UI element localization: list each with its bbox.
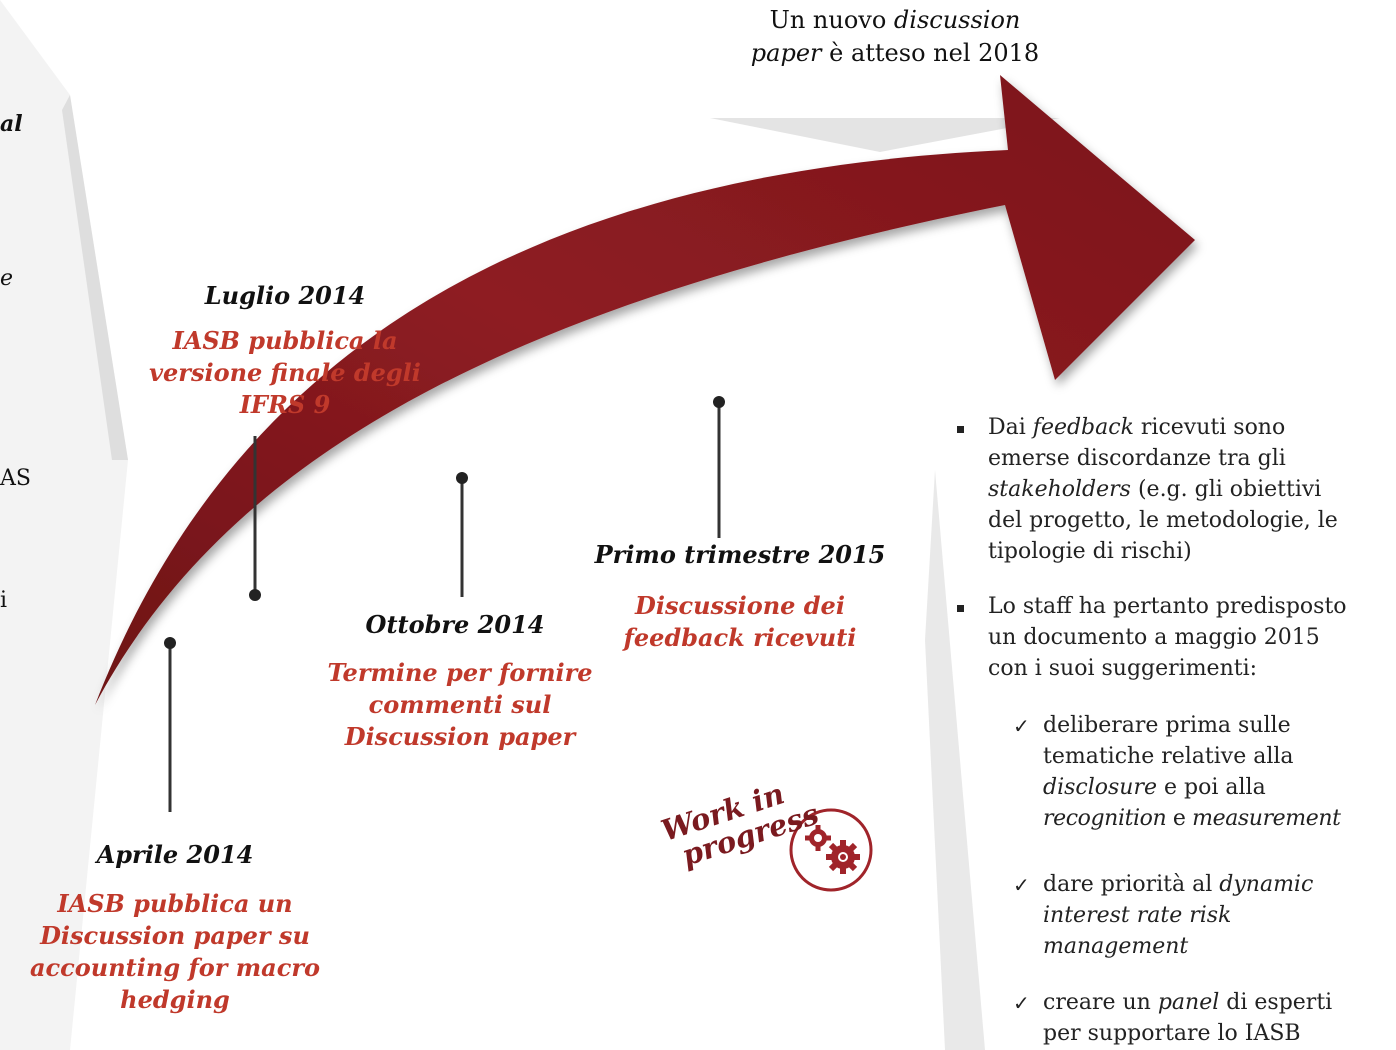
bullet1-line5: tipologie di rischi) bbox=[988, 539, 1192, 564]
right-fold-shape bbox=[925, 470, 985, 1050]
left-fragment-b: e bbox=[0, 266, 14, 291]
check1-line4: recognition e measurement bbox=[1043, 806, 1341, 831]
left-fragment-a: al bbox=[0, 111, 23, 137]
milestone-date-ottobre: Ottobre 2014 bbox=[365, 610, 545, 639]
connector-primo bbox=[713, 396, 725, 538]
milestone-date-aprile: Aprile 2014 bbox=[96, 840, 254, 869]
check1-line1: deliberare prima sulle bbox=[1043, 713, 1291, 738]
gears-icon bbox=[789, 808, 873, 892]
milestone-event-aprile: IASB pubblica un Discussion paper su acc… bbox=[29, 889, 320, 1014]
check1-line2: tematiche relative alla bbox=[1043, 744, 1294, 769]
left-fold-edge bbox=[62, 95, 128, 460]
bullet-marker bbox=[957, 605, 964, 612]
milestone-date-primo: Primo trimestre 2015 bbox=[594, 540, 886, 569]
milestone-date-luglio: Luglio 2014 bbox=[204, 281, 366, 310]
check-icon: ✓ bbox=[1013, 991, 1030, 1015]
bullet2-line2: un documento a maggio 2015 bbox=[988, 625, 1320, 650]
milestone-event-primo: Discussione dei feedback ricevuti bbox=[623, 591, 857, 652]
check2-line2: interest rate risk bbox=[1043, 903, 1232, 928]
check1-line3: disclosure e poi alla bbox=[1043, 775, 1266, 800]
bullet2-line1: Lo staff ha pertanto predisposto bbox=[988, 594, 1347, 619]
bullet1-line4: del progetto, le metodologie, le bbox=[988, 508, 1338, 533]
connector-luglio bbox=[249, 436, 261, 601]
top-note: Un nuovo discussion paper è atteso nel 2… bbox=[750, 6, 1040, 67]
bullet1-line1: Dai feedback ricevuti sono bbox=[988, 415, 1286, 440]
connector-ottobre bbox=[456, 472, 468, 597]
check3-line2: per supportare lo IASB bbox=[1043, 1021, 1301, 1046]
top-fold-shape bbox=[710, 118, 1060, 152]
check-icon: ✓ bbox=[1013, 873, 1030, 897]
left-fragment-c: AS bbox=[0, 466, 31, 491]
milestone-event-ottobre: Termine per fornire commenti sul Discuss… bbox=[327, 658, 593, 751]
check2-line1: dare priorità al dynamic bbox=[1043, 872, 1314, 897]
left-fragment-d: i bbox=[0, 588, 8, 613]
bullet2-line3: con i suoi suggerimenti: bbox=[988, 656, 1258, 681]
check2-line3: management bbox=[1043, 934, 1189, 959]
check3-line1: creare un panel di esperti bbox=[1043, 990, 1333, 1015]
bullet-marker bbox=[957, 426, 964, 433]
bullet1-line3: stakeholders (e.g. gli obiettivi bbox=[988, 477, 1322, 502]
milestone-event-luglio: IASB pubblica la versione finale degli I… bbox=[149, 326, 421, 419]
timeline-arrow bbox=[95, 75, 1195, 705]
bullet1-line2: emerse discordanze tra gli bbox=[988, 446, 1286, 471]
connector-aprile bbox=[164, 637, 176, 812]
check-icon: ✓ bbox=[1013, 714, 1030, 738]
